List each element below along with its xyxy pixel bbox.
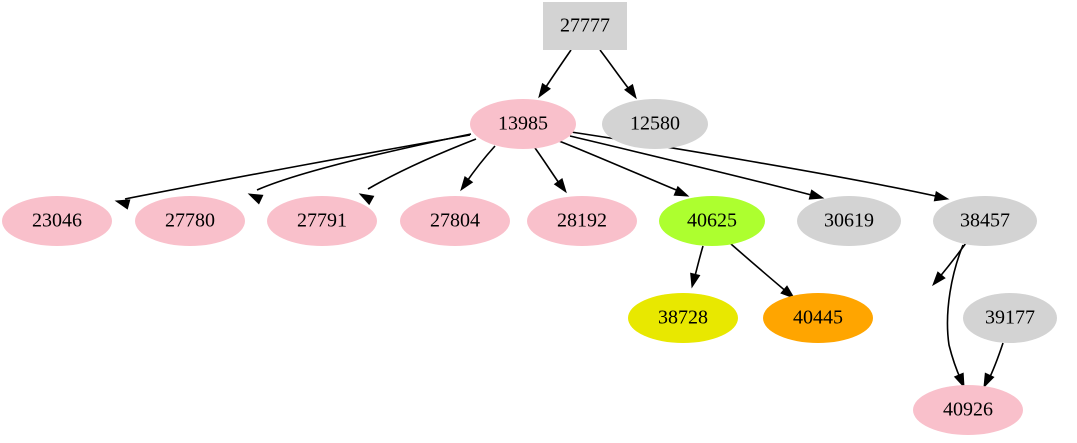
- graph-edge: [599, 49, 633, 94]
- graph-node-28192[interactable]: 28192: [527, 196, 637, 246]
- node-shape-23046[interactable]: [2, 196, 112, 246]
- graph-edge: [558, 140, 682, 193]
- graph-node-13985[interactable]: 13985: [470, 99, 576, 149]
- graph-node-27791[interactable]: 27791: [267, 196, 377, 246]
- graph-edge: [256, 133, 472, 191]
- node-shape-13985[interactable]: [470, 99, 576, 149]
- graph-edge: [534, 147, 562, 187]
- node-shape-27791[interactable]: [267, 196, 377, 246]
- graph-edge-arrowhead: [780, 285, 796, 299]
- graph-edge: [464, 145, 496, 185]
- graph-node-39177[interactable]: 39177: [963, 293, 1057, 343]
- graph-edge-arrowhead: [247, 193, 264, 205]
- node-shape-38457[interactable]: [933, 196, 1037, 246]
- graph-edge-arrowhead: [690, 272, 701, 289]
- graph-node-38728[interactable]: 38728: [628, 293, 738, 343]
- graph-node-12580[interactable]: 12580: [602, 99, 708, 149]
- graph-node-27777[interactable]: 27777: [543, 2, 627, 50]
- graph-edge-arrowhead: [553, 177, 567, 194]
- graph-node-40926[interactable]: 40926: [913, 385, 1023, 435]
- graph-node-40445[interactable]: 40445: [763, 293, 873, 343]
- graph-edge-arrowhead: [460, 175, 474, 192]
- graph-edge-arrowhead: [624, 83, 637, 100]
- node-shape-28192[interactable]: [527, 196, 637, 246]
- graph-node-27804[interactable]: 27804: [400, 196, 510, 246]
- graph-edge-arrowhead: [983, 372, 995, 389]
- node-shape-27780[interactable]: [135, 196, 245, 246]
- node-shape-30619[interactable]: [797, 196, 901, 246]
- graph-edge: [730, 243, 789, 294]
- graph-edge: [946, 244, 964, 381]
- node-shape-27777[interactable]: [543, 2, 627, 50]
- node-shape-27804[interactable]: [400, 196, 510, 246]
- node-shape-39177[interactable]: [963, 293, 1057, 343]
- graph-node-23046[interactable]: 23046: [2, 196, 112, 246]
- node-shape-40625[interactable]: [659, 196, 765, 246]
- graph-edge-arrowhead: [933, 191, 950, 202]
- graph-node-30619[interactable]: 30619: [797, 196, 901, 246]
- graph-edge-arrowhead: [358, 193, 375, 206]
- graph-edge-arrowhead: [953, 372, 965, 389]
- graph-edge-arrowhead: [932, 271, 946, 287]
- graph-edge-arrowhead: [808, 189, 825, 200]
- graph-edge: [570, 131, 941, 198]
- node-layer: 27777 13985 12580 23046 27780 27791 27804 28192…: [2, 2, 1057, 435]
- graph-node-38457[interactable]: 38457: [933, 196, 1037, 246]
- edge-layer: [114, 49, 1004, 389]
- node-shape-12580[interactable]: [602, 99, 708, 149]
- graph-edge: [367, 138, 477, 190]
- node-shape-38728[interactable]: [628, 293, 738, 343]
- graph-node-40625[interactable]: 40625: [659, 196, 765, 246]
- graph-edge-arrowhead: [114, 199, 131, 210]
- node-shape-40926[interactable]: [913, 385, 1023, 435]
- graph-edge-arrowhead: [673, 185, 690, 197]
- graph-edge-arrowhead: [538, 82, 551, 99]
- graph-node-27780[interactable]: 27780: [135, 196, 245, 246]
- node-shape-40445[interactable]: [763, 293, 873, 343]
- graph-edge: [569, 135, 816, 197]
